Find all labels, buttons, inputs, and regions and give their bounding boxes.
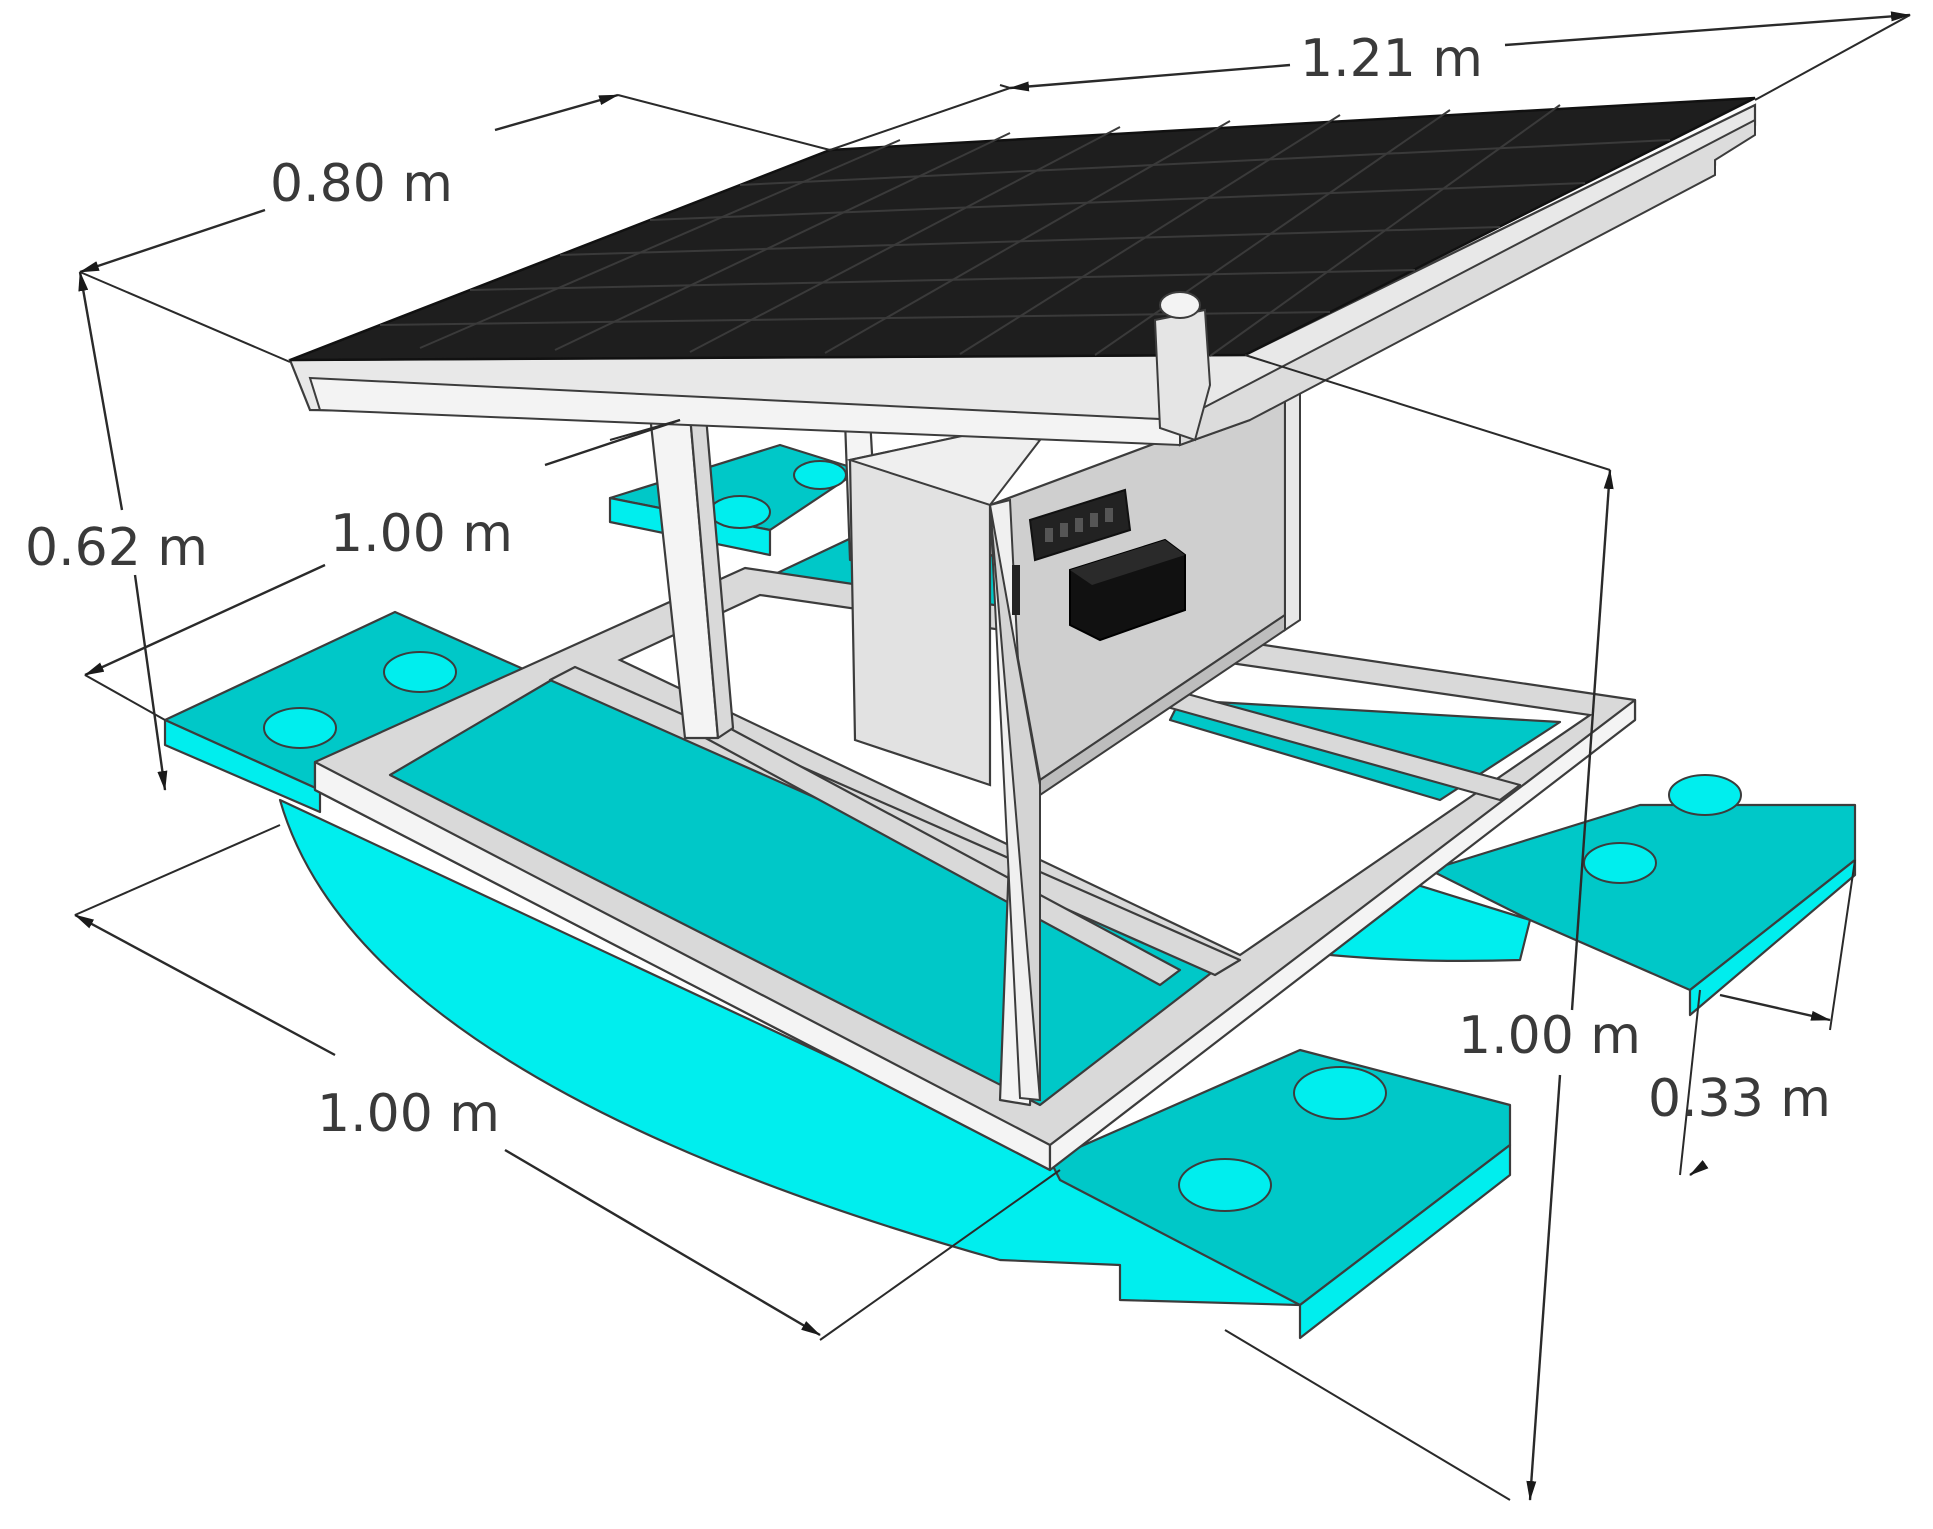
dim-label-panel-width: 0.80 m xyxy=(270,154,453,214)
extension-line xyxy=(829,87,1011,151)
frame-side-right xyxy=(1048,698,1637,1172)
dim-label-pontoon-width: 0.33 m xyxy=(1648,1069,1831,1129)
panel-frame-right xyxy=(1179,118,1756,447)
dim-1.00-b xyxy=(504,1148,821,1337)
dim-0.33 xyxy=(1719,993,1831,1022)
dim-1.00-b xyxy=(74,913,336,1057)
dim-1.00-c xyxy=(1570,469,1614,1011)
front-pontoon xyxy=(163,610,1512,1340)
enclosure-door xyxy=(989,504,1041,1101)
dim-label-frame-width: 1.00 m xyxy=(330,504,513,564)
sensor-dome xyxy=(1159,291,1201,319)
dim-label-panel-length: 1.21 m xyxy=(1300,29,1483,89)
dim-1.00-a xyxy=(544,418,681,467)
dim-0.62 xyxy=(78,271,124,511)
dim-1.00-a xyxy=(84,563,326,677)
enclosure-latch xyxy=(1012,565,1020,615)
dim-label-overall-depth: 1.00 m xyxy=(1458,1006,1641,1066)
float-hole xyxy=(263,707,337,749)
extension-line xyxy=(819,1169,1061,1341)
front-pontoon-right-side xyxy=(1298,1143,1512,1340)
panel-cell-grid xyxy=(379,104,1671,357)
extension-line xyxy=(79,271,291,363)
float-hole xyxy=(383,651,457,693)
extension-line xyxy=(999,84,1011,89)
dimension-lines xyxy=(74,11,1911,1501)
dim-0.80 xyxy=(79,208,266,274)
dim-0.80 xyxy=(494,93,619,132)
battery-top xyxy=(1070,540,1185,585)
float-hole xyxy=(1668,774,1742,816)
dim-label-height: 0.62 m xyxy=(25,518,208,578)
extension-line xyxy=(84,674,166,721)
float-hole xyxy=(1178,1158,1272,1212)
back-pontoon-right-side xyxy=(1688,858,1857,1017)
dim-label-hull-length: 1.00 m xyxy=(317,1084,500,1144)
extension-line xyxy=(74,824,281,916)
float-hole xyxy=(793,460,847,490)
extension-line xyxy=(1829,859,1856,1031)
back-pontoon-right-top xyxy=(1428,803,1857,992)
extension-line xyxy=(1754,14,1911,101)
float-hole xyxy=(1293,1066,1387,1120)
terminal-pins xyxy=(1045,508,1113,542)
enclosure-right-wall xyxy=(1284,383,1301,632)
dim-0.33 xyxy=(1689,1160,1709,1176)
extension-line xyxy=(1224,1329,1511,1501)
dim-0.62 xyxy=(133,574,168,791)
electronics-enclosure xyxy=(846,383,1301,1102)
extension-line xyxy=(617,94,831,151)
dim-1.21 xyxy=(1009,63,1291,92)
solar-panel xyxy=(288,96,1757,447)
float-hole xyxy=(709,495,771,529)
dim-1.21 xyxy=(1504,11,1911,47)
front-hull-side xyxy=(278,798,1302,1307)
float-hole xyxy=(1583,842,1657,884)
front-pontoon-end-side xyxy=(163,718,322,814)
extension-line xyxy=(1244,354,1611,471)
extension-line xyxy=(1679,989,1701,1176)
dim-1.00-c xyxy=(1526,1074,1562,1501)
